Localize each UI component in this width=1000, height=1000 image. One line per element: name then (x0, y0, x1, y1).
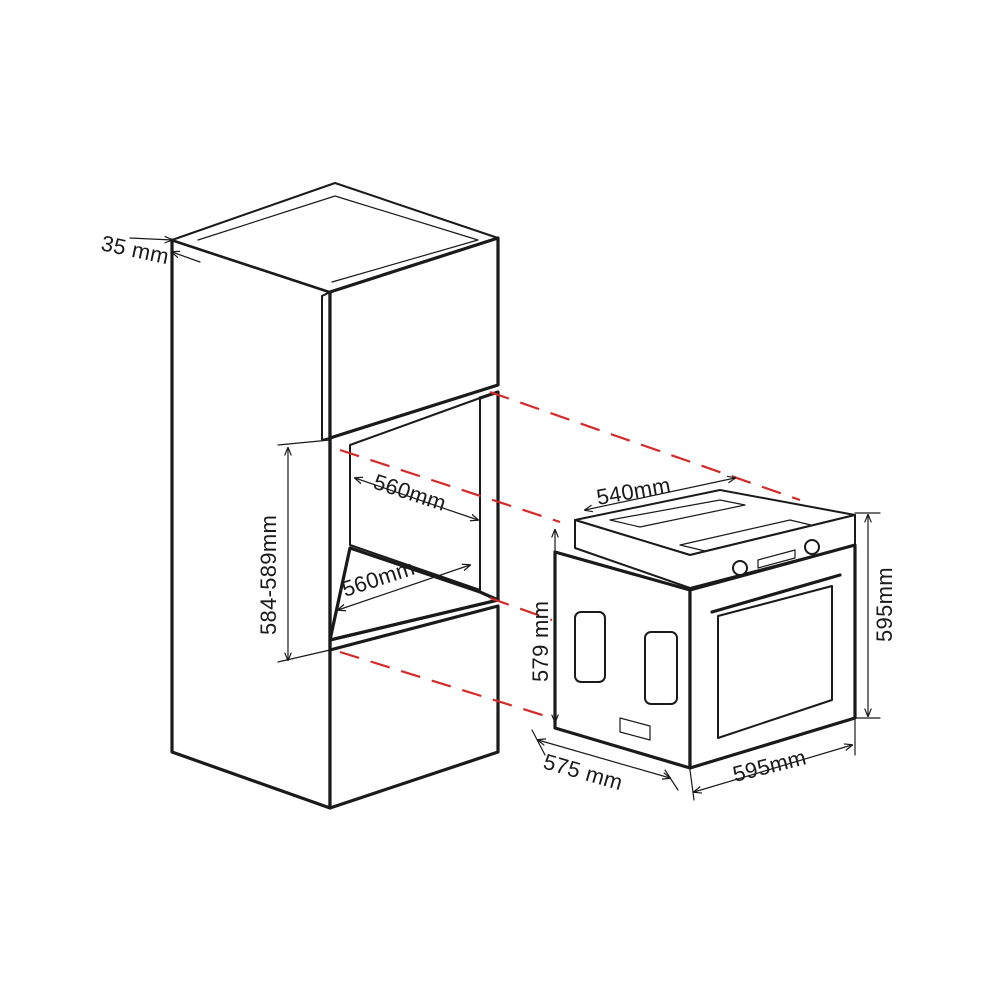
guide-line-2 (339, 448, 561, 524)
niche-height-label: 584-589mm (256, 515, 281, 635)
cabinet-dimensions (129, 238, 478, 663)
alignment-guides (339, 390, 801, 720)
niche-back (349, 397, 481, 591)
oven-left-knob-icon (732, 560, 748, 576)
niche-width-top-label: 560mm (370, 469, 449, 516)
built-in-oven (553, 489, 857, 770)
oven-front-width-line (694, 745, 852, 792)
oven-top-width-line (585, 478, 735, 510)
oven-door-window (717, 585, 833, 739)
oven-depth-tick-left (531, 729, 546, 756)
panel-thickness-label: 35 mm (99, 230, 171, 269)
oven-door-handle (710, 573, 842, 614)
oven-depth-label: 575 mm (541, 749, 626, 795)
oven-dimensions (531, 478, 881, 801)
panel-thickness-line (129, 238, 172, 240)
oven-depth-line (538, 740, 670, 778)
niche-height-tick-bottom (277, 649, 331, 663)
cabinet-lower-front (328, 604, 500, 810)
cabinet-top-lip (321, 291, 331, 441)
cabinet-top-inner (197, 195, 479, 283)
oven-front-height-label: 595mm (872, 567, 897, 642)
oven-display (757, 549, 796, 569)
tall-cabinet (170, 182, 500, 810)
oven-depth-tick-right (664, 769, 679, 791)
oven-side-cutout-2 (644, 631, 678, 705)
cabinet-left-panel (170, 238, 332, 810)
niche-width-top-line (355, 478, 478, 520)
guide-line-3 (489, 596, 553, 622)
guide-line-1 (489, 390, 801, 502)
niche-width-bottom-label: 560mm (339, 555, 418, 602)
oven-body-height-label: 579 mm (528, 601, 553, 682)
oven-side-cutout-1 (574, 611, 606, 683)
niche-width-bottom-line (338, 565, 470, 610)
niche-height-tick-top (277, 439, 331, 446)
oven-right-knob-icon (804, 539, 820, 555)
guide-line-4 (339, 650, 553, 720)
cabinet-upper-front (328, 236, 500, 440)
niche-right-edge (478, 390, 500, 602)
panel-thickness-line-2 (172, 252, 201, 263)
oven-front-width-tick-left (689, 769, 695, 801)
